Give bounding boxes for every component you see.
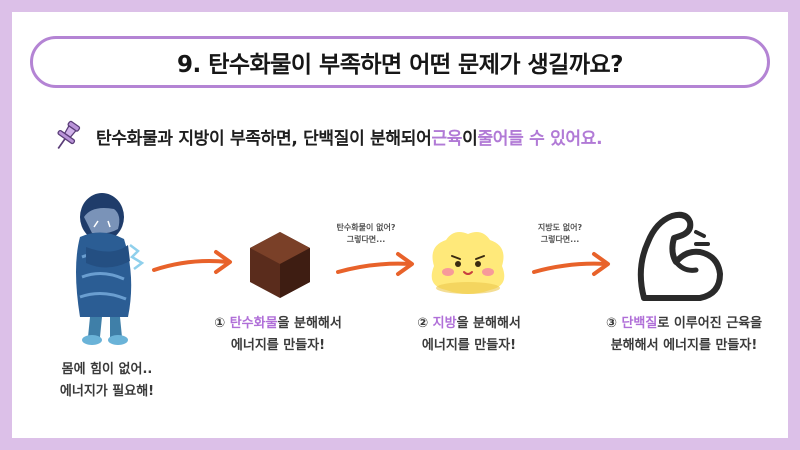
step1-caption: ① 탄수화물을 분해해서 에너지를 만들자!	[214, 316, 342, 353]
muscle-arm-icon	[637, 211, 723, 301]
summary-text-part: 탄수화물과 지방이 부족하면, 단백질이 분해되어	[96, 128, 432, 149]
highlight-fat: 지방	[432, 316, 457, 331]
pushpin-icon	[57, 120, 81, 150]
title-banner: 9. 탄수화물이 부족하면 어떤 문제가 생길까요?	[30, 36, 770, 88]
arrow-right-icon	[336, 252, 414, 276]
carbohydrate-cube-illustration	[250, 232, 310, 298]
highlight-muscle: 근육	[431, 128, 463, 149]
fat-blob-illustration	[431, 232, 505, 294]
note-no-carbohydrate: 탄수화물이 없어? 그렇다면...	[336, 223, 396, 244]
highlight-protein: 단백질	[621, 316, 658, 331]
highlight-carbohydrate: 탄수화물	[229, 316, 278, 331]
page-title: 9. 탄수화물이 부족하면 어떤 문제가 생길까요?	[177, 52, 624, 78]
highlight-decrease: 줄어들 수 있어요.	[477, 128, 603, 149]
tired-person-illustration	[76, 193, 145, 345]
step2-caption: ② 지방을 분해해서 에너지를 만들자!	[417, 316, 521, 353]
note-no-fat: 지방도 없어? 그렇다면...	[537, 223, 583, 244]
step3-caption: ③ 단백질로 이루어진 근육을 분해해서 에너지를 만들자!	[605, 316, 763, 353]
summary-text-part: 이	[462, 128, 478, 149]
arrow-right-icon	[152, 250, 232, 274]
arrow-right-icon	[532, 252, 610, 276]
content-card: 9. 탄수화물이 부족하면 어떤 문제가 생길까요? 탄수화물과 지방이 부족하…	[12, 12, 788, 438]
person-caption: 몸에 힘이 없어.. 에너지가 필요해!	[59, 362, 155, 399]
